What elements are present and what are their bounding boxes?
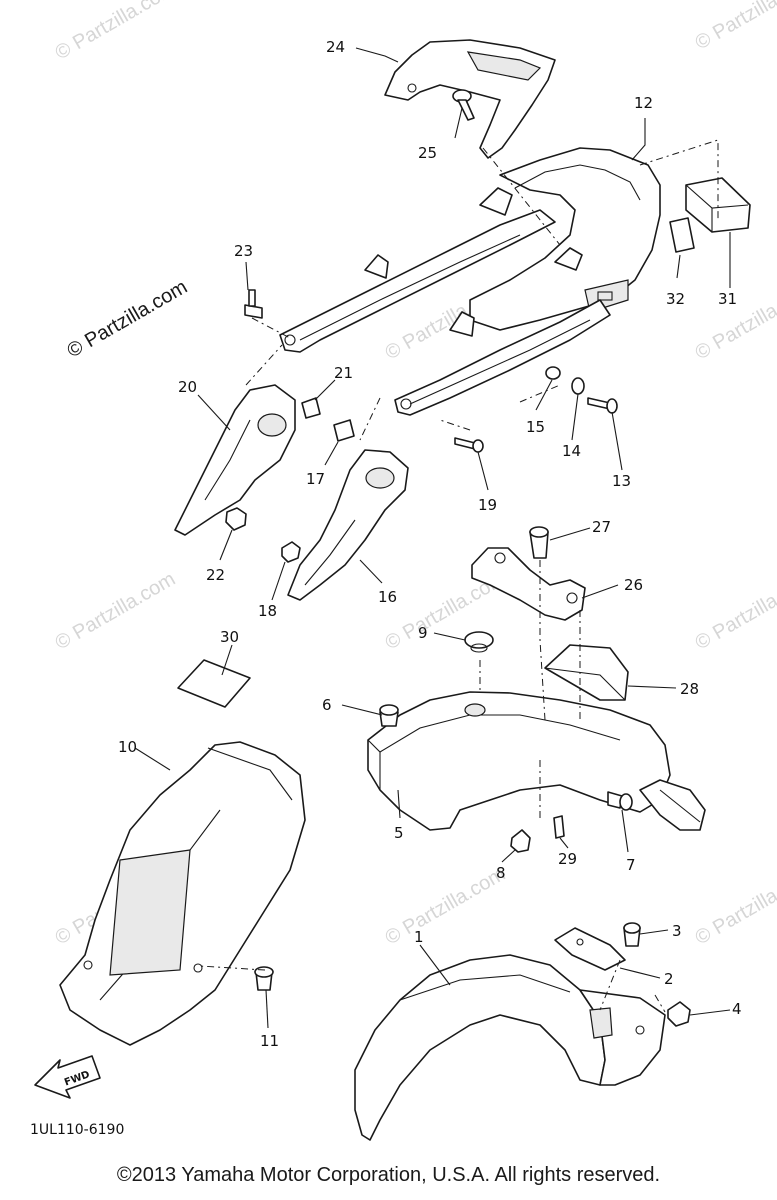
bolt-3-part — [623, 922, 641, 947]
fwd-arrow-icon: FWD — [34, 1055, 101, 1099]
callout-17: 17 — [306, 470, 325, 488]
clip-29-part — [553, 815, 565, 839]
nut-8-part — [510, 829, 531, 853]
rear-cowl-part — [469, 147, 661, 331]
bolt-19-part — [454, 437, 484, 453]
bolt-23-part — [244, 289, 263, 319]
grommet-17-part — [333, 419, 355, 442]
watermark: © Partzilla.com — [52, 0, 180, 64]
right-rail-part — [394, 247, 611, 416]
foam-block-32-part — [669, 217, 695, 253]
front-fender-1-part — [354, 954, 666, 1141]
nut-18-part — [281, 541, 301, 563]
bracket-2-part — [554, 927, 626, 971]
diagram-code: 1UL110-6190 — [30, 1122, 124, 1138]
assembly-lines — [199, 139, 719, 1013]
callout-5: 5 — [394, 824, 404, 842]
pad-28-part — [544, 644, 629, 701]
inner-fender-10-part — [59, 741, 306, 1046]
callout-32: 32 — [666, 290, 685, 308]
watermark: © Partzilla.com — [692, 568, 777, 654]
callout-11: 11 — [260, 1032, 279, 1050]
copyright-notice: ©2013 Yamaha Motor Corporation, U.S.A. A… — [116, 1164, 661, 1186]
collar-15-part — [545, 366, 561, 380]
rear-fender-5-part — [367, 691, 706, 831]
washer-14-part — [571, 377, 585, 395]
callout-19: 19 — [478, 496, 497, 514]
callout-20: 20 — [178, 378, 197, 396]
watermark-main: © Partzilla.com — [64, 276, 192, 362]
bolt-27-part — [529, 526, 549, 559]
callout-13: 13 — [612, 472, 631, 490]
bolt-7-part — [607, 791, 633, 811]
callout-26: 26 — [624, 576, 643, 594]
leader-lines — [134, 47, 731, 1029]
callout-9: 9 — [418, 624, 428, 642]
callout-31: 31 — [718, 290, 737, 308]
label-30-part — [177, 659, 251, 708]
callout-22: 22 — [206, 566, 225, 584]
bolt-11-part — [254, 966, 274, 991]
side-cover-right-part — [287, 449, 409, 601]
bolt-6-part — [379, 704, 399, 727]
left-rail-part — [279, 187, 556, 353]
watermark: © Partzilla.com — [52, 568, 180, 654]
callout-8: 8 — [496, 864, 506, 882]
callout-21: 21 — [334, 364, 353, 382]
callout-28: 28 — [680, 680, 699, 698]
callout-6: 6 — [322, 696, 332, 714]
callout-18: 18 — [258, 602, 277, 620]
callouts: 24 25 12 23 20 21 17 22 18 16 19 15 14 1… — [118, 38, 742, 1050]
bolt-25-part — [452, 89, 475, 121]
grommet-9-part — [464, 631, 494, 653]
callout-1: 1 — [414, 928, 424, 946]
callout-23: 23 — [234, 242, 253, 260]
callout-10: 10 — [118, 738, 137, 756]
nut-22-part — [225, 507, 247, 531]
callout-16: 16 — [378, 588, 397, 606]
watermark: © Partzilla.com — [692, 863, 777, 949]
nut-4-part — [667, 1001, 691, 1027]
foam-block-31-part — [685, 177, 751, 233]
grab-bar-part — [384, 39, 556, 159]
callout-4: 4 — [732, 1000, 742, 1018]
watermark: © Partzilla.com — [692, 0, 777, 54]
grommet-21-part — [301, 397, 321, 419]
callout-14: 14 — [562, 442, 581, 460]
callout-24: 24 — [326, 38, 345, 56]
side-cover-left-part — [174, 384, 296, 536]
callout-7: 7 — [626, 856, 636, 874]
callout-30: 30 — [220, 628, 239, 646]
callout-3: 3 — [672, 922, 682, 940]
watermark: © Partzilla.com — [382, 863, 510, 949]
bolt-13-part — [587, 397, 618, 414]
callout-25: 25 — [418, 144, 437, 162]
callout-2: 2 — [664, 970, 674, 988]
callout-27: 27 — [592, 518, 611, 536]
callout-15: 15 — [526, 418, 545, 436]
callout-29: 29 — [558, 850, 577, 868]
bracket-26-part — [471, 547, 586, 621]
callout-12: 12 — [634, 94, 653, 112]
